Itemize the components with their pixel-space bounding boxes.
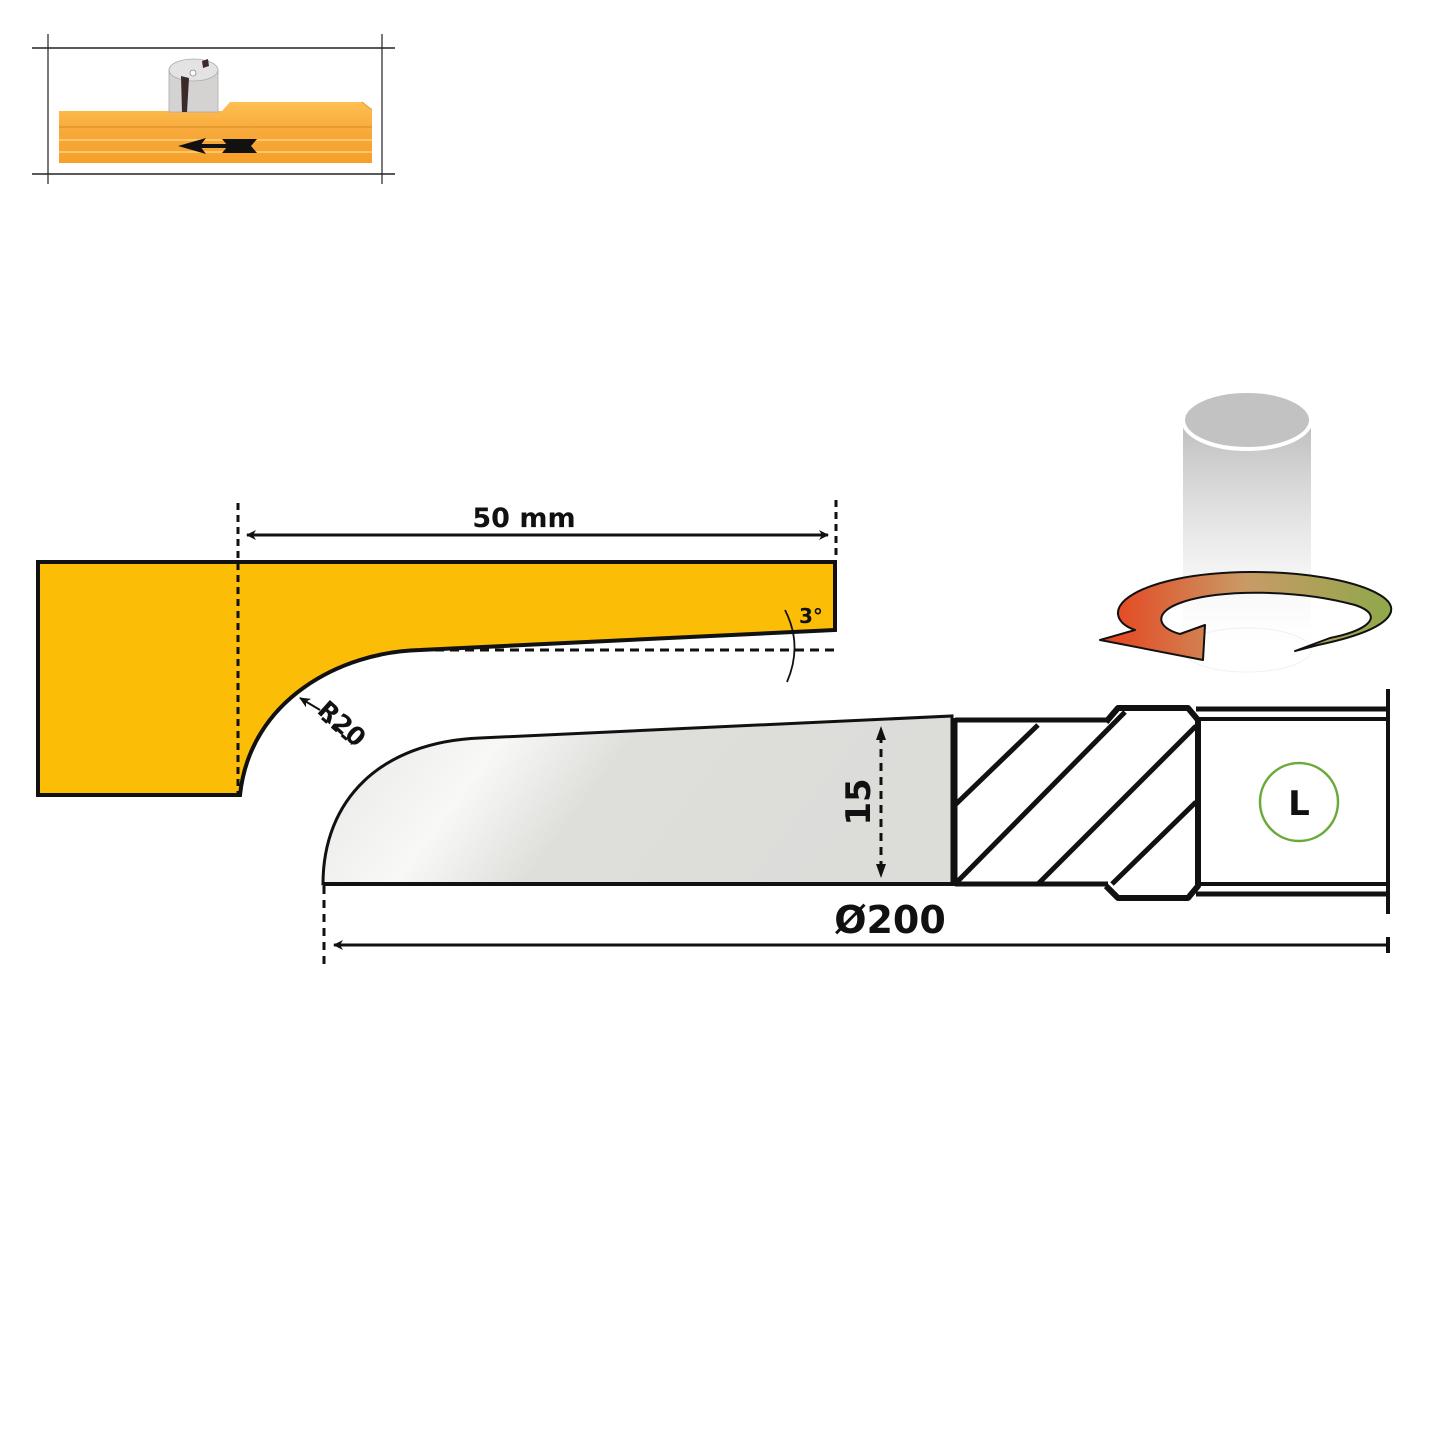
feed-direction-thumbnail: [32, 34, 395, 184]
rotation-direction-badge: [1258, 761, 1340, 843]
angle-label: 3°: [799, 604, 823, 628]
rotation-icon: [1099, 389, 1393, 673]
radius-label: R20: [312, 695, 372, 753]
cutter-body-hatched: [952, 705, 1201, 901]
rotation-direction-label: L: [1288, 784, 1310, 824]
cutter-bore-section: L: [1196, 689, 1390, 914]
spindle-cylinder: [1183, 420, 1311, 650]
height-label: 15: [839, 778, 879, 825]
rotation-arrow-icon: [1099, 571, 1393, 661]
angle-arc: [784, 609, 796, 683]
feed-arrow-icon: [178, 138, 257, 154]
radius-arrow: [299, 697, 321, 711]
diameter-label: Ø200: [834, 898, 946, 942]
workpiece-profile: 50 mm 3° R20: [36, 500, 838, 797]
blade-shape: [321, 714, 954, 886]
workpiece-icon: [59, 101, 373, 163]
radius-leader: [321, 716, 353, 746]
cutter-profile: 15 L Ø200: [321, 689, 1390, 966]
router-cutter-icon: [168, 58, 219, 113]
width-label: 50 mm: [472, 503, 575, 534]
